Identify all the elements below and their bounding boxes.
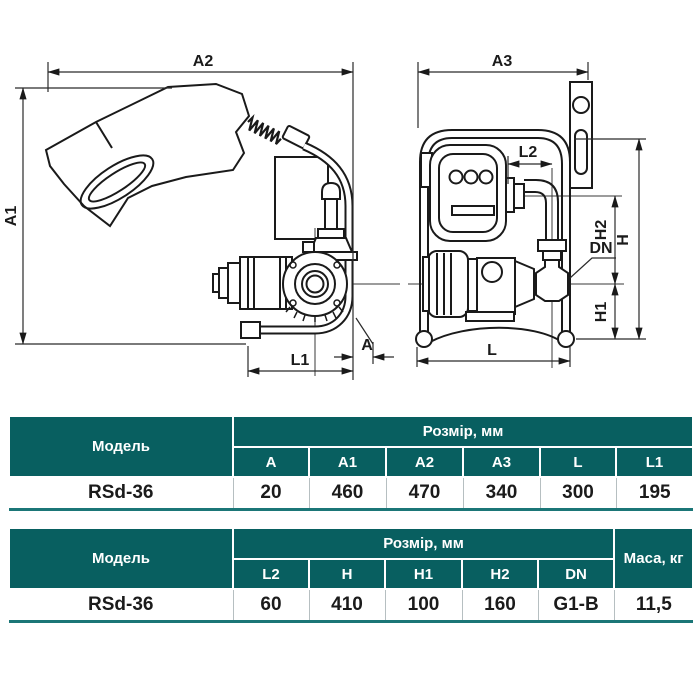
mass-header: Маса, кг — [613, 527, 695, 590]
table-row: RSd-36 20 460 470 340 300 195 — [9, 477, 694, 509]
right-foot — [557, 330, 575, 348]
pump-head — [282, 251, 348, 322]
col-header-a3: A3 — [462, 446, 541, 478]
col-header-l1: L1 — [614, 446, 695, 478]
meter-display — [451, 205, 495, 216]
value-cell-dn: G1-B — [538, 589, 615, 621]
dim-dn-label: DN — [589, 240, 612, 257]
col-header-l2: L2 — [232, 558, 310, 590]
technical-drawing: A2 A1 L1 A — [3, 53, 646, 380]
value-cell-l1: 195 — [616, 477, 694, 509]
model-header: Модель — [8, 415, 234, 478]
value-cell-a2: 470 — [386, 477, 464, 509]
pump-front-view: A3 L2 H2 H1 H DN L — [408, 53, 646, 368]
dim-l1-label: L1 — [291, 352, 310, 369]
value-cell-l2: 60 — [233, 589, 310, 621]
pump-side-view: A2 A1 L1 A — [3, 53, 400, 380]
table-row: RSd-36 60 410 100 160 G1-B 11,5 — [9, 589, 694, 621]
model-cell: RSd-36 — [9, 477, 234, 509]
col-header-dn: DN — [536, 558, 616, 590]
fuel-nozzle — [44, 82, 251, 228]
left-foot — [415, 330, 433, 348]
size-header: Розмір, мм — [231, 527, 616, 560]
base-arch — [429, 326, 563, 343]
col-header-a2: A2 — [385, 446, 464, 478]
model-cell: RSd-36 — [9, 589, 234, 621]
flow-meter — [420, 144, 507, 242]
model-header: Модель — [8, 527, 234, 590]
col-header-h1: H1 — [384, 558, 463, 590]
dim-h1-label: H1 — [593, 302, 610, 323]
dimensions-table-a: Модель Розмір, мм A A1 A2 A3 L L1 RSd-36… — [8, 415, 695, 511]
dim-a1-label: A1 — [3, 206, 20, 227]
col-header-h: H — [308, 558, 386, 590]
pump-ribs — [285, 306, 344, 322]
mount-plate — [274, 156, 329, 240]
motor-side — [212, 256, 293, 310]
value-cell-h1: 100 — [385, 589, 463, 621]
size-header: Розмір, мм — [231, 415, 695, 448]
mounting-bracket — [569, 81, 593, 189]
value-cell-h: 410 — [309, 589, 386, 621]
value-cell-a3: 340 — [463, 477, 541, 509]
value-cell-l: 300 — [540, 477, 617, 509]
value-cell-a: 20 — [233, 477, 310, 509]
dim-l-label: L — [487, 342, 497, 359]
value-cell-mass: 11,5 — [614, 589, 694, 621]
dim-a-label: A — [361, 337, 373, 354]
dim-l2-label: L2 — [519, 144, 538, 161]
dimensions-front-view: A3 L2 H2 H1 H DN L — [416, 53, 646, 367]
value-cell-h2: 160 — [462, 589, 539, 621]
motor-front — [422, 250, 535, 322]
dn-outlet — [535, 259, 569, 302]
value-cell-a1: 460 — [309, 477, 387, 509]
col-header-l: L — [539, 446, 617, 478]
hose-tube — [240, 141, 354, 339]
dim-a3-label: A3 — [492, 53, 513, 70]
outlet-piping — [505, 177, 569, 302]
col-header-h2: H2 — [461, 558, 539, 590]
col-header-a: A — [232, 446, 310, 478]
dimensions-side-view: A2 A1 L1 A — [3, 53, 394, 380]
dimensions-table-b: Модель Розмір, мм Маса, кг L2 H H1 H2 DN… — [8, 527, 695, 623]
dim-h2-label: H2 — [593, 220, 610, 241]
dim-a2-label: A2 — [193, 53, 214, 70]
dim-h-label: H — [615, 234, 632, 246]
hose-end-cap — [240, 321, 261, 339]
coil-spring — [247, 114, 282, 145]
col-header-a1: A1 — [308, 446, 387, 478]
